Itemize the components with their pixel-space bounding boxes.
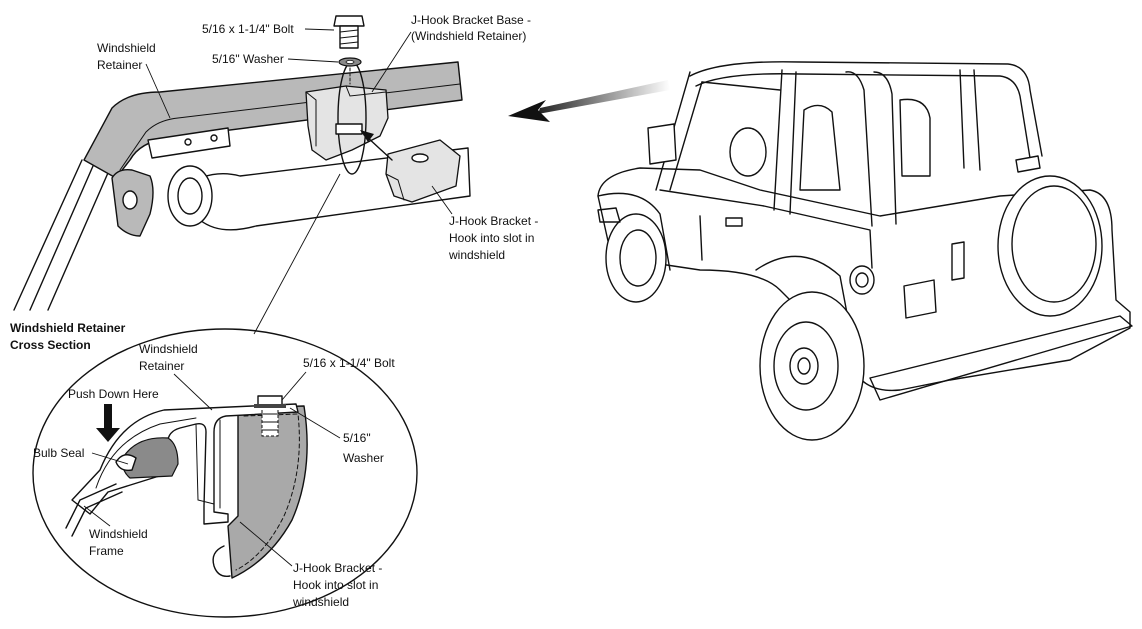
bolt-icon bbox=[333, 15, 365, 49]
jhook-label-line2: Hook into slot in bbox=[449, 231, 534, 245]
cross-section-bolt-icon bbox=[257, 395, 283, 437]
cross-section-jhook-bracket bbox=[227, 405, 308, 579]
bulb-seal-label: Bulb Seal bbox=[33, 446, 84, 460]
insert-arrow-icon bbox=[360, 130, 393, 161]
jhook-label-line3: windshield bbox=[448, 248, 505, 262]
retainer-screw-2 bbox=[210, 134, 218, 142]
retainer-label-line1: Windshield bbox=[97, 41, 156, 55]
cross-section-washer-icon bbox=[254, 404, 286, 408]
cs-retainer-label-line2: Retainer bbox=[139, 359, 184, 373]
washer-label: 5/16" Washer bbox=[212, 52, 284, 66]
vehicle-body bbox=[597, 167, 1131, 392]
spare-tire bbox=[997, 175, 1103, 317]
front-wheel bbox=[605, 213, 667, 303]
retainer-label-line2: Retainer bbox=[97, 58, 142, 72]
detail-view: 5/16 x 1-1/4" Bolt 5/16" Washer J-Hook B… bbox=[13, 13, 538, 311]
bracket-base-label-line1: J-Hook Bracket Base - bbox=[411, 13, 531, 27]
retainer-screw-1 bbox=[184, 138, 192, 146]
cross-section: Windshield Retainer Cross Section bbox=[10, 321, 418, 618]
cs-retainer-label-line1: Windshield bbox=[139, 342, 198, 356]
washer-icon bbox=[338, 57, 362, 67]
jeep-vehicle-illustration bbox=[597, 61, 1133, 441]
cs-frame-label-line2: Frame bbox=[89, 544, 124, 558]
cross-section-heading-line1: Windshield Retainer bbox=[10, 321, 126, 335]
cs-bolt-label: 5/16 x 1-1/4" Bolt bbox=[303, 356, 395, 370]
cross-section-heading-line2: Cross Section bbox=[10, 338, 91, 352]
windshield-frame-pillar bbox=[13, 149, 119, 311]
push-down-arrow-icon bbox=[96, 404, 120, 442]
jhook-label-line1: J-Hook Bracket - bbox=[449, 214, 538, 228]
cs-jhook-label-line3: windshield bbox=[292, 595, 349, 609]
bolt-label: 5/16 x 1-1/4" Bolt bbox=[202, 22, 294, 36]
cross-section-ellipse bbox=[32, 328, 418, 618]
cs-washer-label-line2: Washer bbox=[343, 451, 384, 465]
roll-bar bbox=[689, 61, 1043, 227]
cs-washer-label-line1: 5/16" bbox=[343, 431, 371, 445]
push-down-label: Push Down Here bbox=[68, 387, 159, 401]
cross-section-retainer bbox=[71, 403, 299, 525]
cs-jhook-label-line2: Hook into slot in bbox=[293, 578, 378, 592]
retainer-slot bbox=[147, 127, 231, 159]
cs-frame-label-line1: Windshield bbox=[89, 527, 148, 541]
jhook-bracket bbox=[385, 139, 461, 203]
bracket-base-label-line2: (Windshield Retainer) bbox=[411, 29, 526, 43]
rear-wheel bbox=[759, 291, 865, 441]
pointer-arrow-icon bbox=[508, 80, 670, 122]
cs-jhook-label-line1: J-Hook Bracket - bbox=[293, 561, 382, 575]
detail-connector-line bbox=[253, 173, 341, 335]
